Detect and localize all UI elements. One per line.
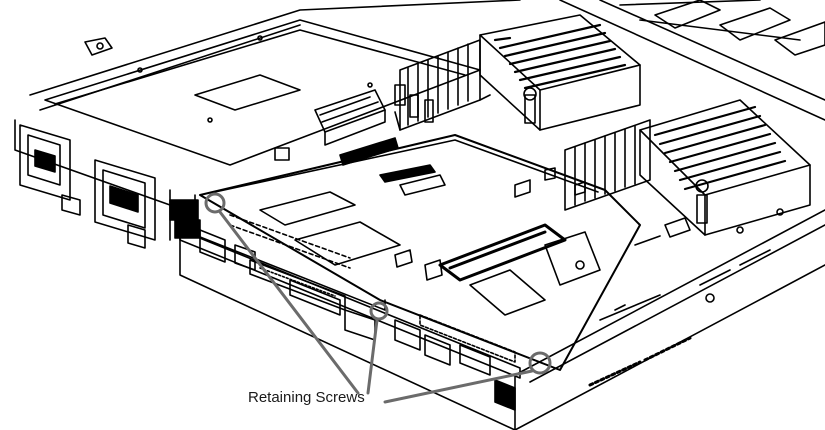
leader-line-3 (383, 369, 534, 404)
leader-line-1 (218, 210, 360, 395)
fan-modules (654, 0, 825, 56)
power-supply-2 (94, 159, 156, 249)
chassis-body (14, 0, 825, 430)
heatsink-front (639, 99, 811, 236)
retaining-screw-1 (204, 192, 226, 214)
chassis-vents (588, 208, 784, 387)
small-connector (274, 137, 399, 166)
rear-cover-plate (44, 0, 801, 166)
power-supply-1 (19, 124, 81, 216)
riser-cage (194, 134, 641, 371)
memory-dimms-front (564, 119, 651, 211)
retaining-screw-callouts (204, 192, 552, 404)
rear-io-panel (169, 199, 521, 411)
leader-line-2 (366, 318, 379, 395)
retaining-screw-3 (528, 351, 552, 375)
power-connector (314, 89, 386, 146)
heatsink-rear (479, 14, 641, 131)
memory-dimms-rear (394, 39, 491, 131)
retaining-screws-label: Retaining Screws (248, 389, 365, 406)
retaining-screw-2 (369, 301, 389, 321)
